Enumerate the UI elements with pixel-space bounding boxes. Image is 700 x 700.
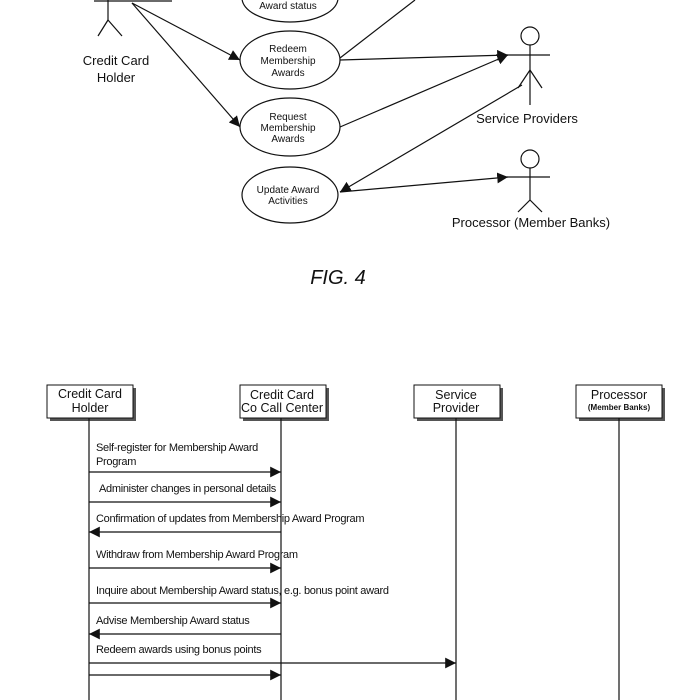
actor-credit-card-holder: Credit Card Holder [83,0,172,85]
actor-label: Processor (Member Banks) [452,215,610,230]
participant-processor: Processor (Member Banks) [575,384,665,421]
message-label: Withdraw from Membership Award Program [96,549,298,561]
message-label: Inquire about Membership Award status, e… [96,585,389,597]
use-case-label: Membership [260,56,315,67]
message-label: Confirmation of updates from Membership … [96,513,364,525]
message-label: Advise Membership Award status [96,615,250,627]
participant-service-provider: Service Provider [413,384,503,421]
messages: Self-register for Membership Award Progr… [89,442,456,681]
message-label: Administer changes in personal details [99,483,277,495]
assoc-arrow [339,172,509,193]
use-case-label: Membership [260,123,315,134]
assoc-arrow [339,84,523,193]
message-label: Self-register for Membership Award [96,442,258,454]
participant-label: (Member Banks) [588,403,651,412]
use-case-request: Request Membership Awards [239,97,341,157]
use-case-label: Award status [259,1,317,12]
participant-label: Provider [433,401,480,415]
actor-leg [107,19,123,37]
assoc-arrow [339,49,509,61]
use-case-redeem: Redeem Membership Awards [239,30,341,90]
actor-label-line1: Credit Card [83,53,149,68]
participant-call-center: Credit Card Co Call Center [239,384,329,421]
participant-label: Co Call Center [241,401,323,415]
use-case-label: Awards [271,68,304,79]
figure-caption: FIG. 4 [310,267,366,289]
participant-label: Credit Card [250,388,314,402]
message-label: Redeem awards using bonus points [96,644,262,656]
participant-label: Holder [72,401,109,415]
assoc-arrow [131,2,241,128]
assoc-arrow [339,54,509,128]
actor-head [520,149,540,169]
assoc-line [339,0,416,59]
lifelines [88,418,620,700]
actor-processor: Processor (Member Banks) [452,149,610,230]
use-case-label: Update Award [257,185,320,196]
use-case-label: Redeem [269,44,307,55]
participant-label: Processor [591,388,647,402]
actor-head [520,26,540,46]
participant-label: Service [435,388,477,402]
association-lines [131,0,523,193]
actor-service-providers: Service Providers [476,26,578,126]
use-case-label: Request [269,112,306,123]
actor-label: Service Providers [476,111,578,126]
use-case-label: Awards [271,134,304,145]
use-case-update: Update Award Activities [241,166,339,224]
use-case-award-status: Award status [241,0,339,23]
participant-credit-card-holder: Credit Card Holder [46,384,136,421]
assoc-arrow [131,2,241,61]
actor-label-line2: Holder [97,70,136,85]
participant-label: Credit Card [58,387,122,401]
use-case-label: Activities [268,196,307,207]
message-label: Program [96,456,136,468]
actor-leg [97,19,109,37]
